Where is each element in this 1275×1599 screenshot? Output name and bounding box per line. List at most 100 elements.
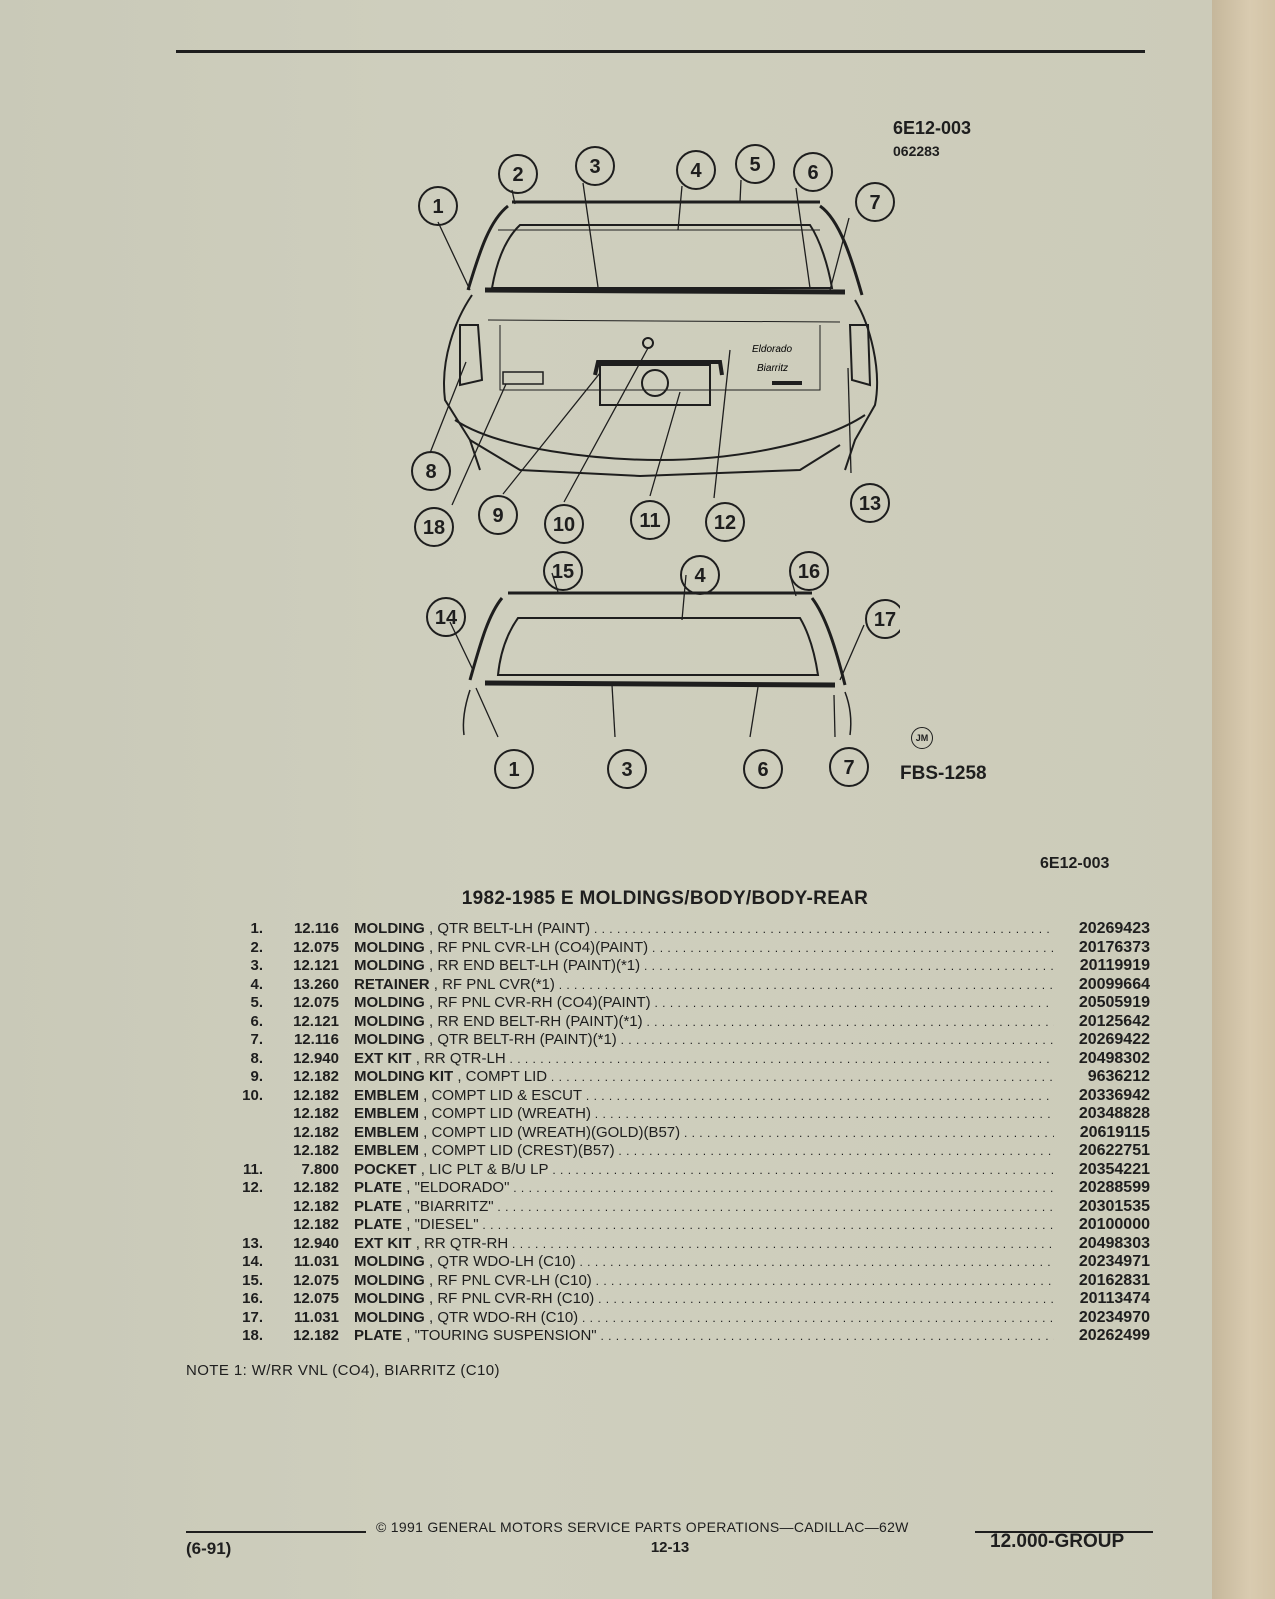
callout-6: 6 xyxy=(807,162,818,184)
top-rule xyxy=(176,50,1145,53)
part-description: EXT KIT , RR QTR-RH xyxy=(354,1235,1054,1254)
part-number-catalog: 20234971 xyxy=(1078,1253,1150,1270)
footer-rule-right xyxy=(975,1531,1153,1533)
part-number: 13. xyxy=(242,1234,263,1252)
figure-date: 062283 xyxy=(893,143,940,159)
group-label: 12.000-GROUP xyxy=(990,1531,1125,1552)
part-detail: , COMPT LID & ESCUT xyxy=(423,1086,583,1104)
part-detail: , RF PNL CVR(*1) xyxy=(433,975,555,993)
part-name: MOLDING xyxy=(354,1253,425,1270)
callout-5: 5 xyxy=(749,154,760,176)
group-number: 7.800 xyxy=(301,1160,339,1178)
part-name: MOLDING xyxy=(354,938,425,956)
part-number: 2. xyxy=(250,938,263,956)
callout-17: 17 xyxy=(874,609,896,631)
part-name: PLATE xyxy=(354,1179,403,1196)
part-detail: , RF PNL CVR-LH (CO4)(PAINT) xyxy=(429,938,649,956)
parts-diagram: Eldorado Biarritz 1 2 3 4 5 6 7 8 xyxy=(411,144,900,789)
group-number: 12.116 xyxy=(293,1031,339,1048)
part-description: EMBLEM , COMPT LID (WREATH) xyxy=(354,1105,1054,1124)
callout-7b: 7 xyxy=(843,757,854,779)
footer-rule-left xyxy=(186,1531,366,1533)
callout-9: 9 xyxy=(492,505,503,527)
part-name: MOLDING xyxy=(354,994,425,1011)
part-number-catalog: 20269422 xyxy=(1078,1031,1150,1048)
eldorado-script: Eldorado xyxy=(752,344,792,355)
group-number: 12.940 xyxy=(293,1234,339,1252)
figure-code: 6E12-003 xyxy=(893,118,972,138)
part-description: EXT KIT , RR QTR-LH xyxy=(354,1050,1054,1069)
part-number: 14. xyxy=(242,1253,263,1270)
callout-13: 13 xyxy=(859,493,881,515)
callout-4: 4 xyxy=(690,160,702,182)
callout-7: 7 xyxy=(869,192,880,214)
part-number: 4. xyxy=(250,975,263,993)
group-number: 12.121 xyxy=(293,957,339,974)
part-detail: , COMPT LID (CREST)(B57) xyxy=(423,1142,615,1159)
part-number: 11. xyxy=(242,1160,263,1178)
part-name: MOLDING xyxy=(354,957,425,974)
part-name: EXT KIT xyxy=(354,1049,412,1067)
part-number-catalog: 20269423 xyxy=(1078,920,1150,937)
part-description: PLATE , "DIESEL" xyxy=(354,1216,1054,1235)
callout-10: 10 xyxy=(553,514,575,536)
group-number: 12.075 xyxy=(293,938,339,956)
part-name: EMBLEM xyxy=(354,1105,419,1122)
footnote: NOTE 1: W/RR VNL (CO4), BIARRITZ (C10) xyxy=(186,1362,500,1379)
part-number-catalog: 9636212 xyxy=(1087,1068,1150,1085)
callout-15: 15 xyxy=(552,561,574,583)
copyright: © 1991 GENERAL MOTORS SERVICE PARTS OPER… xyxy=(376,1519,909,1535)
part-name: MOLDING KIT xyxy=(354,1068,454,1085)
figure-number: FBS-1258 xyxy=(900,763,987,784)
part-description: MOLDING , RF PNL CVR-LH (C10) xyxy=(354,1272,1054,1291)
part-detail: , RR QTR-RH xyxy=(415,1234,509,1252)
part-name: PLATE xyxy=(354,1327,403,1344)
part-number-catalog: 20622751 xyxy=(1078,1142,1150,1159)
part-detail: , RF PNL CVR-RH (CO4)(PAINT) xyxy=(429,994,651,1011)
group-number: 12.182 xyxy=(293,1105,339,1122)
part-row: 2. 12.075 MOLDING , RF PNL CVR-LH (CO4)(PA… xyxy=(225,939,1155,958)
part-number-catalog: 20119919 xyxy=(1079,957,1150,974)
part-detail: , QTR BELT-RH (PAINT)(*1) xyxy=(429,1031,617,1048)
group-number: 12.116 xyxy=(293,920,339,937)
group-number: 12.182 xyxy=(293,1068,339,1085)
biarritz-script: Biarritz xyxy=(757,363,788,374)
part-number-catalog: 20354221 xyxy=(1078,1160,1150,1178)
part-detail: , RR END BELT-LH (PAINT)(*1) xyxy=(429,957,641,974)
part-name: RETAINER xyxy=(354,975,430,993)
part-description: MOLDING , RR END BELT-RH (PAINT)(*1) xyxy=(354,1013,1054,1032)
part-name: MOLDING xyxy=(354,920,425,937)
part-description: RETAINER , RF PNL CVR(*1) xyxy=(354,976,1054,995)
part-number: 6. xyxy=(250,1012,263,1030)
part-number: 17. xyxy=(242,1308,263,1326)
part-number-catalog: 20162831 xyxy=(1078,1271,1150,1289)
part-number: 15. xyxy=(242,1271,263,1289)
part-number-catalog: 20234970 xyxy=(1078,1308,1150,1326)
callout-4b: 4 xyxy=(694,565,706,587)
part-name: MOLDING xyxy=(354,1290,425,1307)
part-name: POCKET xyxy=(354,1160,417,1178)
part-detail: , RF PNL CVR-LH (C10) xyxy=(429,1271,592,1289)
group-number: 12.940 xyxy=(293,1049,339,1067)
part-number-catalog: 20125642 xyxy=(1078,1012,1150,1030)
part-number-catalog: 20113474 xyxy=(1079,1290,1150,1307)
callout-1b: 1 xyxy=(508,759,519,781)
part-number: 10. xyxy=(242,1086,263,1104)
artist-mark: JM xyxy=(911,727,933,749)
part-number: 7. xyxy=(250,1031,263,1048)
part-name: EXT KIT xyxy=(354,1234,412,1252)
callout-1: 1 xyxy=(432,196,443,218)
part-detail: , COMPT LID (WREATH)(GOLD)(B57) xyxy=(423,1123,681,1141)
